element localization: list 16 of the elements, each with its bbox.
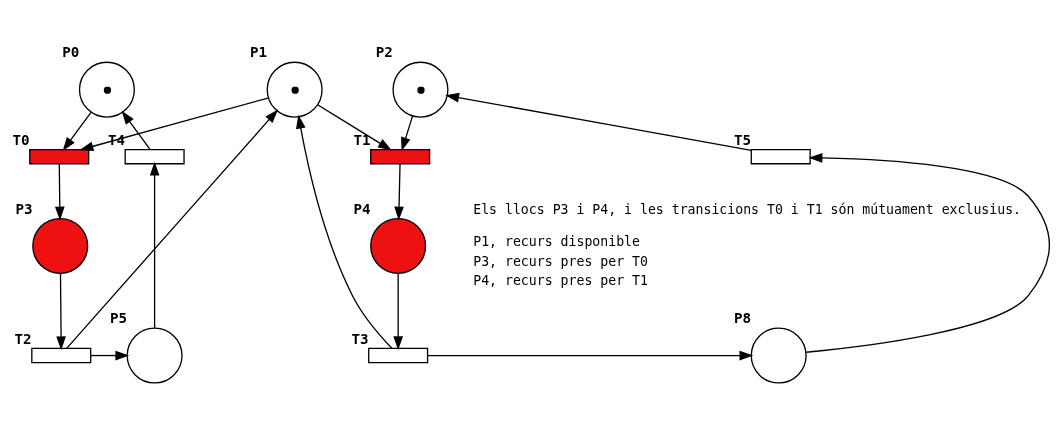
label: P3, recurs pres per T0 xyxy=(473,253,648,269)
node-label: P3 xyxy=(15,200,33,217)
node-label: P4 xyxy=(353,200,371,217)
node-label: T0 xyxy=(12,131,30,148)
node-label: P8 xyxy=(734,309,752,326)
node-label: P0 xyxy=(62,43,80,60)
node-label: P1 xyxy=(250,43,268,60)
node-label: T2 xyxy=(14,330,32,347)
node-label: P5 xyxy=(109,309,128,326)
label: P4, recurs pres per T1 xyxy=(473,272,648,288)
node-label: P2 xyxy=(375,43,393,60)
label: Els llocs P3 i P4, i les transicions T0 i T1 són mútuament exclusius. xyxy=(473,201,1022,217)
node-label: T1 xyxy=(353,131,371,148)
node-label: T3 xyxy=(351,330,369,347)
label: P1, recurs disponible xyxy=(473,233,640,249)
node-label: T5 xyxy=(734,131,752,148)
